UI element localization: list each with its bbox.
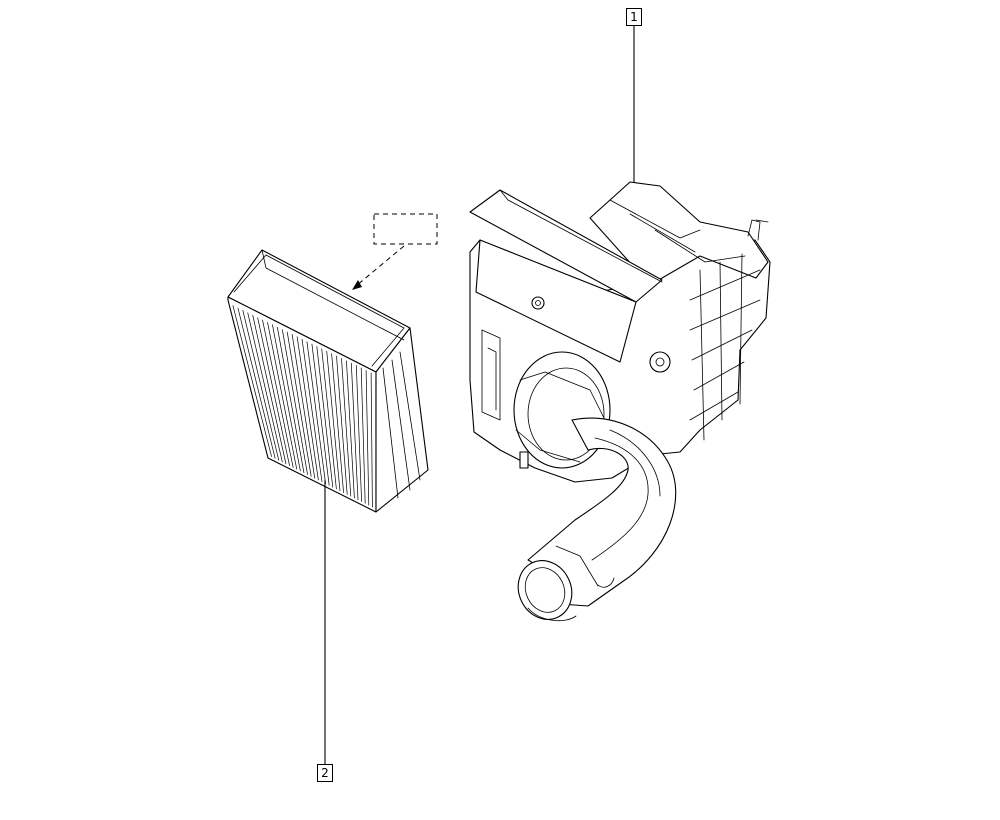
pleat-line — [281, 329, 308, 475]
pleat-line — [291, 334, 316, 479]
callout-1[interactable]: 1 — [626, 8, 642, 26]
pleat-line — [316, 346, 334, 488]
pleat-line — [267, 322, 298, 470]
pleat-line — [306, 341, 326, 484]
filter-pleats — [232, 305, 373, 508]
pleat-line — [321, 348, 337, 490]
pleat-line — [336, 355, 348, 495]
dashed-reference-box — [373, 213, 438, 245]
leader-arrowhead — [352, 280, 362, 290]
pleat-line — [365, 370, 370, 506]
pleat-line — [296, 336, 319, 481]
pleat-line — [346, 360, 355, 499]
pleat-line — [257, 317, 290, 466]
dashed-leader-line — [355, 245, 405, 287]
pleat-line — [370, 372, 373, 508]
pleat-line — [355, 365, 362, 502]
pleat-line — [301, 338, 323, 483]
pleat-line — [286, 331, 312, 477]
callout-1-label: 1 — [630, 10, 638, 24]
air-filter-housing[interactable] — [469, 181, 771, 628]
pleat-line — [341, 358, 352, 497]
callout-2[interactable]: 2 — [317, 764, 333, 782]
pleat-line — [262, 319, 294, 468]
callout-2-label: 2 — [321, 766, 329, 780]
pleat-line — [242, 310, 280, 461]
pleat-line — [326, 350, 341, 492]
pleat-line — [237, 307, 276, 459]
pleat-line — [331, 353, 344, 493]
pleat-line — [232, 305, 272, 457]
pleat-line — [252, 314, 287, 465]
pleat-line — [247, 312, 283, 463]
pleat-line — [272, 324, 301, 472]
air-filter-element[interactable] — [227, 213, 438, 513]
pleat-line — [276, 326, 305, 474]
pleat-line — [311, 343, 330, 486]
pleat-line — [350, 362, 359, 501]
pleat-line — [360, 367, 366, 504]
